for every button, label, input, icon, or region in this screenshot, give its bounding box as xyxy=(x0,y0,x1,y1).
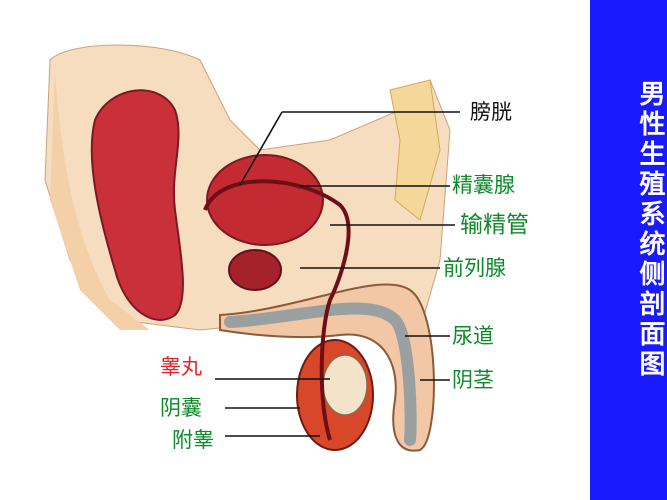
urethra-path xyxy=(224,302,417,446)
label-prostate: 前列腺 xyxy=(443,256,506,280)
penis xyxy=(219,283,435,452)
leader-lines xyxy=(215,111,460,437)
label-testis: 睾丸 xyxy=(160,355,202,379)
label-seminal-vesicle: 精囊腺 xyxy=(452,173,515,197)
bladder xyxy=(206,154,324,246)
prostate xyxy=(228,249,282,291)
anatomy-illustration xyxy=(44,44,460,452)
bone xyxy=(389,79,441,221)
label-epididymis: 附睾 xyxy=(172,428,214,452)
label-vas-deferens: 输精管 xyxy=(460,212,529,238)
rectum xyxy=(90,89,184,321)
testis xyxy=(322,354,368,416)
label-penis: 阴茎 xyxy=(452,368,494,392)
vas-deferens-path xyxy=(203,179,351,441)
page-title: 男性生殖系统侧剖面图 xyxy=(635,80,665,380)
label-scrotum: 阴囊 xyxy=(160,396,202,420)
title-bar: 男性生殖系统侧剖面图 xyxy=(590,0,667,500)
label-urethra: 尿道 xyxy=(452,324,494,348)
label-bladder: 膀胱 xyxy=(470,100,512,124)
skin-band xyxy=(50,70,150,330)
